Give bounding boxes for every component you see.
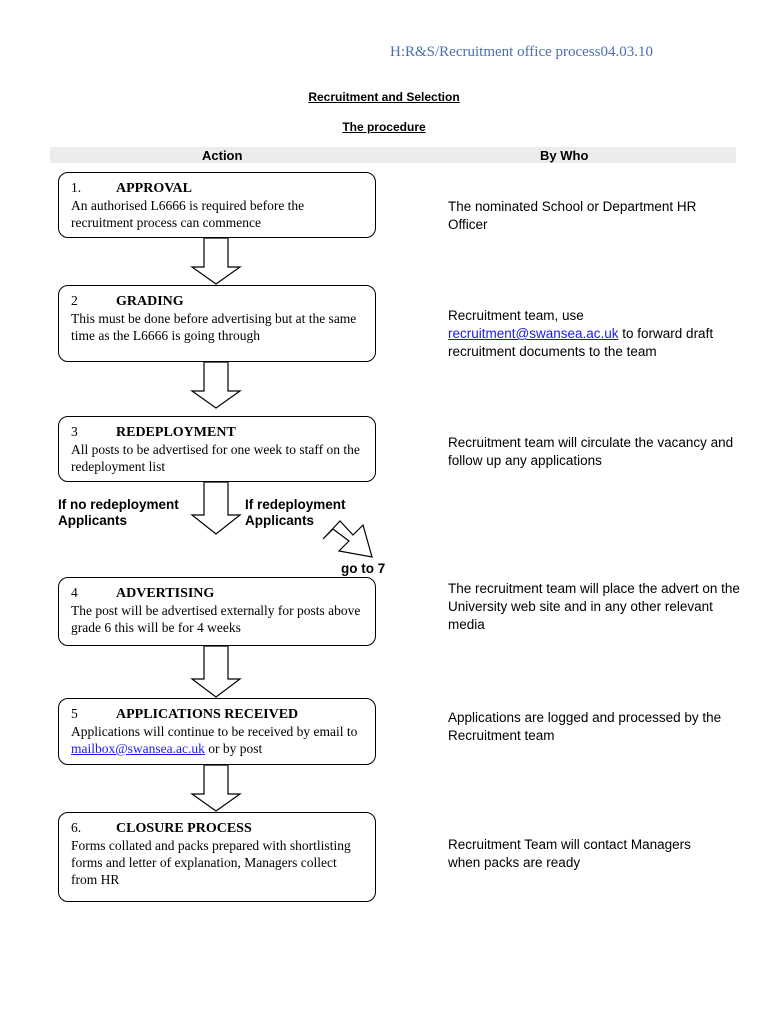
step-box-approval: 1. APPROVAL An authorised L6666 is requir… [58,172,376,238]
down-arrow-icon [190,645,242,698]
who-text: Recruitment team, use [448,308,584,323]
step-description: An authorised L6666 is required before t… [71,198,305,230]
who-closure: Recruitment Team will contact Managers w… [448,837,691,870]
down-arrow-icon [190,237,242,285]
who-grading: Recruitment team, use recruitment@swanse… [448,307,748,361]
document-title: Recruitment and Selection [308,90,460,104]
who-advertising: The recruitment team will place the adve… [448,581,740,632]
who-text: to forward draft recruitment documents t… [448,326,714,359]
step-box-advertising: 4 ADVERTISING The post will be advertised… [58,577,376,646]
recruitment-email-link[interactable]: recruitment@swansea.ac.uk [448,326,619,341]
step-number: 5 [71,706,78,721]
step-number: 6. [71,820,82,835]
who-redeployment: Recruitment team will circulate the vaca… [448,435,734,468]
step-description: All posts to be advertised for one week … [71,442,360,474]
document-reference: H:R&S/Recruitment office process04.03.10 [390,44,654,60]
mailbox-email-link[interactable]: mailbox@swansea.ac.uk [71,741,205,756]
step-number: 1. [71,180,82,195]
down-arrow-icon [190,361,242,409]
branch-label-no-redeployment: If no redeployment Applicants [58,497,179,528]
step-heading: ADVERTISING [116,586,215,601]
column-header-who: By Who [540,148,589,163]
down-arrow-icon [190,481,242,535]
branch-goto: go to 7 [341,561,386,576]
who-applications: Applications are logged and processed by… [448,710,722,743]
step-heading: CLOSURE PROCESS [116,821,252,836]
table-header-bar [50,147,736,163]
step-description: Applications will continue to be receive… [71,724,358,739]
step-number: 4 [71,585,78,600]
column-header-action: Action [202,148,243,163]
step-box-redeployment: 3 REDEPLOYMENT All posts to be advertised… [58,416,376,482]
step-heading: GRADING [116,294,184,309]
step-description: This must be done before advertising but… [71,311,357,343]
diagonal-arrow-icon [322,520,373,558]
branch-label-redeployment: If redeployment Applicants [245,497,346,528]
step-box-applications: 5 APPLICATIONS RECEIVED Applications will… [58,698,376,765]
step-description: Forms collated and packs prepared with s… [71,838,351,887]
down-arrow-icon [190,764,242,812]
step-number: 2 [71,293,78,308]
step-description: The post will be advertised externally f… [71,603,361,635]
document-subtitle: The procedure [342,120,426,134]
who-approval: The nominated School or Department HR Of… [448,199,697,232]
step-heading: APPROVAL [116,181,192,196]
step-box-grading: 2 GRADING This must be done before advert… [58,285,376,362]
step-heading: APPLICATIONS RECEIVED [116,707,299,722]
step-description: or by post [204,741,263,756]
step-box-closure: 6. CLOSURE PROCESS Forms collated and pac… [58,812,376,902]
step-number: 3 [71,424,78,439]
step-heading: REDEPLOYMENT [116,425,236,440]
